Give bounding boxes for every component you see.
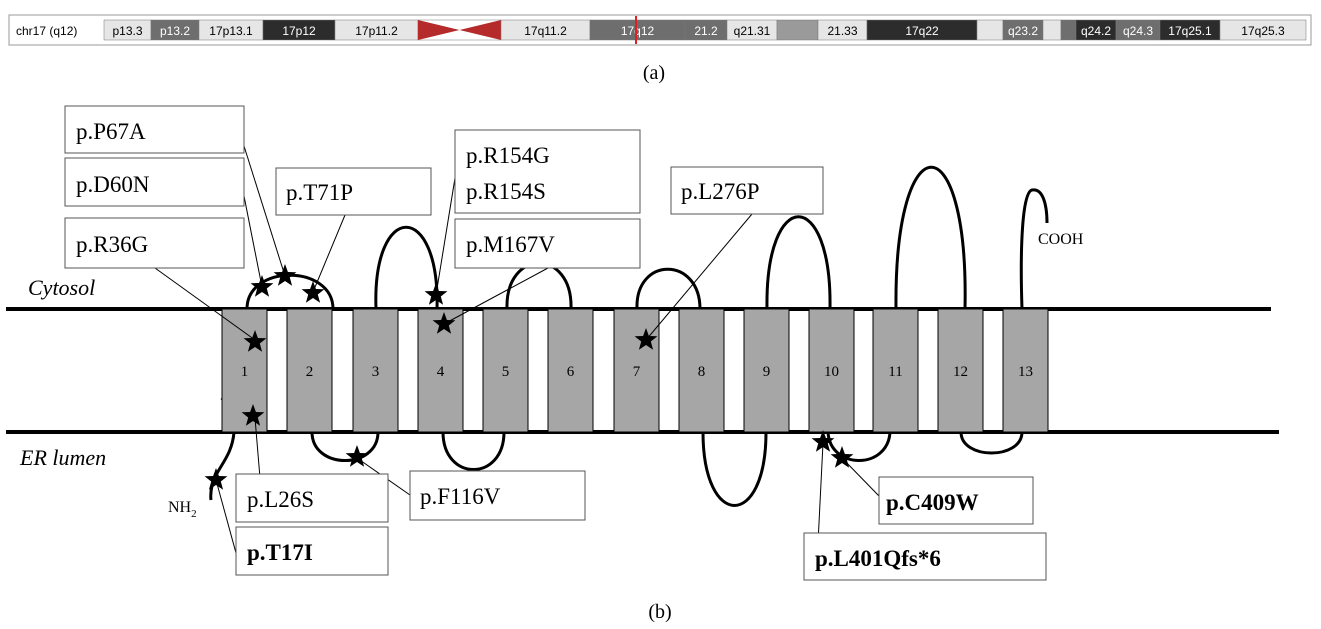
region-label-cytosol: Cytosol — [28, 275, 95, 300]
helix-number: 6 — [567, 364, 575, 380]
ideogram-band-label: q23.2 — [1008, 24, 1038, 38]
ideogram-band — [1061, 20, 1076, 40]
ideogram-band-label: 17p11.2 — [355, 24, 398, 38]
loop-4-5 — [443, 432, 504, 470]
mutation-label-f116v: p.F116V — [410, 471, 585, 520]
svg-text:p.T71P: p.T71P — [286, 180, 353, 205]
c-terminal-tail — [1021, 190, 1047, 309]
ideogram-band-label: 21.2 — [694, 24, 718, 38]
mutation-label-l401: p.L401Qfs*6 — [804, 533, 1046, 580]
ideogram-band-label: 17p13.1 — [209, 24, 253, 38]
loop-8-9 — [703, 432, 766, 506]
svg-text:p.R154S: p.R154S — [466, 179, 546, 204]
helix-number: 10 — [824, 364, 839, 380]
loop-12-13 — [961, 432, 1022, 453]
helix-number: 4 — [437, 364, 445, 380]
leader-l401 — [818, 443, 823, 543]
ideogram-band-label: p13.2 — [160, 24, 190, 38]
leader-t17i — [216, 480, 236, 553]
ideogram-bands: p13.3 p13.2 17p13.1 17p12 17p11.2 17q11.2 17q1… — [104, 16, 1306, 44]
ideogram-band — [1043, 20, 1061, 40]
helix-number: 2 — [306, 364, 314, 380]
mutation-label-r154: p.R154G p.R154S — [455, 130, 640, 213]
helix-number: 8 — [698, 364, 706, 380]
ideogram-band-label: 17q11.2 — [524, 24, 567, 38]
chromosome-label: chr17 (q12) — [16, 24, 77, 38]
mutation-label-t71p: p.T71P — [276, 168, 431, 215]
ideogram-band-label: 17p12 — [282, 24, 316, 38]
svg-text:p.T17I: p.T17I — [247, 540, 313, 565]
mutation-label-l26s: p.L26S — [236, 474, 388, 522]
svg-text:p.P67A: p.P67A — [76, 119, 146, 144]
mutation-label-d60n: p.D60N — [65, 158, 244, 206]
mutation-label-m167v: p.M167V — [455, 219, 640, 268]
leader-t71p — [313, 203, 350, 292]
svg-text:p.L26S: p.L26S — [247, 487, 314, 512]
mutation-label-r36g: p.R36G — [65, 218, 244, 268]
star-icon-t17i — [205, 468, 228, 490]
ideogram-band-label: 17q12 — [621, 24, 655, 38]
mutation-label-p67a: p.P67A — [65, 106, 244, 153]
leader-r154 — [436, 178, 455, 295]
svg-text:p.C409W: p.C409W — [886, 490, 979, 515]
helix-number: 5 — [502, 364, 510, 380]
c-terminus-label: COOH — [1038, 231, 1084, 248]
mutation-label-c409w: p.C409W — [879, 477, 1033, 524]
ideogram-band-label: 21.33 — [827, 24, 857, 38]
svg-text:p.M167V: p.M167V — [466, 232, 555, 257]
n-terminus-label: NH2 — [168, 499, 197, 520]
svg-text:p.R36G: p.R36G — [76, 232, 148, 257]
ideogram-band-label: p13.3 — [112, 24, 142, 38]
loop-7-8 — [637, 269, 700, 309]
svg-text:p.F116V: p.F116V — [420, 484, 501, 509]
svg-text:p.D60N: p.D60N — [76, 172, 150, 197]
loop-9-10 — [767, 217, 830, 309]
helix-number: 9 — [763, 364, 771, 380]
mutation-label-t17i: p.T17I — [236, 527, 388, 575]
ideogram-band-label: q24.3 — [1123, 24, 1153, 38]
loop-11-12 — [896, 167, 965, 309]
svg-text:p.L401Qfs*6: p.L401Qfs*6 — [815, 546, 941, 571]
star-icon-p67a — [274, 264, 297, 286]
ideogram-band-label: 17q22 — [905, 24, 939, 38]
ideogram-band — [977, 20, 1003, 40]
loop-3-4 — [376, 227, 437, 309]
helix-number: 13 — [1018, 364, 1033, 380]
mutation-label-l276p: p.L276P — [671, 167, 823, 214]
loop-5-6 — [507, 263, 571, 309]
panel-label-a: (a) — [643, 62, 665, 84]
leader-r36g — [155, 268, 255, 340]
helix-number: 7 — [633, 364, 641, 380]
panel-label-b: (b) — [648, 601, 671, 623]
region-label-er-lumen: ER lumen — [19, 445, 106, 470]
loop-2-3 — [312, 432, 378, 461]
chromosome-ideogram: chr17 (q12) p13.3 p13.2 17p13.1 17p12 17p11.… — [9, 15, 1311, 45]
leader-d60n — [244, 196, 262, 287]
helix-number: 11 — [888, 364, 902, 380]
transmembrane-helices: 12345678910111213 — [222, 309, 1048, 432]
ideogram-band-label: q24.2 — [1081, 24, 1111, 38]
helix-number: 3 — [372, 364, 380, 380]
helix-number: 12 — [953, 364, 968, 380]
helix-number: 1 — [241, 364, 249, 380]
svg-text:p.L276P: p.L276P — [681, 179, 760, 204]
ideogram-band-label: 17q25.1 — [1168, 24, 1212, 38]
ideogram-band-label: 17q25.3 — [1241, 24, 1285, 38]
ideogram-band — [777, 20, 818, 40]
svg-text:p.R154G: p.R154G — [466, 143, 550, 168]
ideogram-band-label: q21.31 — [734, 24, 771, 38]
